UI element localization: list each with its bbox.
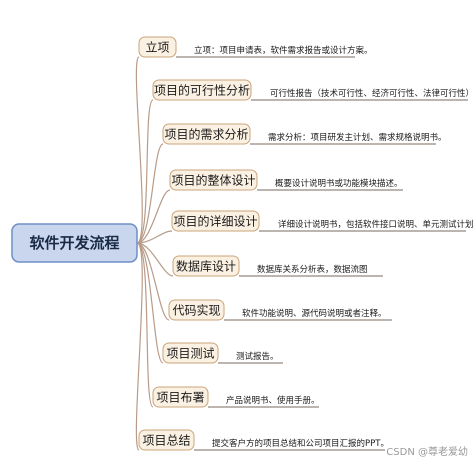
branch-node-box <box>138 36 177 58</box>
connector-line <box>136 230 173 244</box>
branch-node-label: 立项 <box>145 40 169 55</box>
branch-node-label: 代码实现 <box>172 303 220 318</box>
branch-description: 软件功能说明、源代码说明或者注释。 <box>242 308 387 319</box>
branch-node: 项目的整体设计 概要设计说明书或功能模块描述。 <box>169 169 403 191</box>
branch-node-box <box>152 79 252 101</box>
branch-node: 项目的可行性分析 可行性报告（技术可行性、经济可行性、法律可行性） <box>152 79 474 101</box>
branch-node-label: 项目的需求分析 <box>164 127 248 142</box>
branch-node-box <box>172 255 240 277</box>
branch-node: 数据库设计 数据库关系分析表，数据流图 <box>172 255 368 277</box>
branch-description: 产品说明书、使用手册。 <box>226 395 320 406</box>
branch-description: 立项：项目申请表，软件需求报告或设计方案。 <box>194 45 373 56</box>
branch-node: 项目测试 测试报告。 <box>162 342 279 364</box>
branch-node-box <box>138 429 195 451</box>
branch-node: 项目总结 提交客户方的项目总结和公司项目汇报的PPT。 <box>138 429 389 451</box>
root-node: 软件开发流程 <box>11 223 138 263</box>
branch-node-label: 数据库设计 <box>176 259 236 274</box>
branch-node-label: 项目的整体设计 <box>171 173 255 188</box>
branch-node: 代码实现 软件功能说明、源代码说明或者注释。 <box>168 299 387 321</box>
connector-lines <box>135 56 174 451</box>
branch-node-label: 项目总结 <box>142 434 190 448</box>
branch-node: 立项 立项：项目申请表，软件需求报告或设计方案。 <box>138 36 373 58</box>
branch-node-label: 项目的可行性分析 <box>154 83 250 98</box>
root-node-box <box>11 223 138 263</box>
branch-node-box <box>162 342 219 364</box>
root-node-label: 软件开发流程 <box>29 234 119 252</box>
branch-description: 测试报告。 <box>236 351 279 362</box>
connector-line <box>136 189 171 244</box>
branch-description: 可行性报告（技术可行性、经济可行性、法律可行性） <box>270 88 474 99</box>
branch-node-label: 项目的详细设计 <box>173 214 257 229</box>
branch-node-box <box>152 386 209 408</box>
branch-node: 项目的详细设计 详细设计说明书，包括软件接口说明、单元测试计划。 <box>171 210 474 232</box>
connector-line <box>136 242 154 408</box>
branch-node-box <box>169 169 258 191</box>
description-underlines <box>176 56 468 451</box>
branch-node: 项目的需求分析 需求分析：项目研发主计划、需求规格说明书。 <box>162 123 447 145</box>
branch-nodes: 立项 立项：项目申请表，软件需求报告或设计方案。项目的可行性分析 可行性报告（技术可… <box>138 36 474 451</box>
branch-node-label: 项目布署 <box>156 391 204 405</box>
connector-line <box>136 242 170 321</box>
branch-description: 详细设计说明书，包括软件接口说明、单元测试计划。 <box>278 219 474 230</box>
branch-node-box <box>171 210 260 232</box>
watermark: CSDN @尊老爱幼 <box>386 447 468 458</box>
branch-node-label: 项目测试 <box>166 346 214 361</box>
connector-line <box>136 242 164 364</box>
connector-line <box>136 143 164 244</box>
connector-line <box>136 99 154 244</box>
branch-node-box <box>162 123 251 145</box>
branch-node-box <box>168 299 225 321</box>
branch-description: 数据库关系分析表，数据流图 <box>257 264 368 275</box>
branch-description: 需求分析：项目研发主计划、需求规格说明书。 <box>268 132 447 143</box>
connector-line <box>135 242 143 451</box>
branch-node: 项目布署 产品说明书、使用手册。 <box>152 386 320 408</box>
branch-description: 概要设计说明书或功能模块描述。 <box>275 178 403 189</box>
branch-description: 提交客户方的项目总结和公司项目汇报的PPT。 <box>212 438 389 449</box>
connector-line <box>135 56 143 244</box>
